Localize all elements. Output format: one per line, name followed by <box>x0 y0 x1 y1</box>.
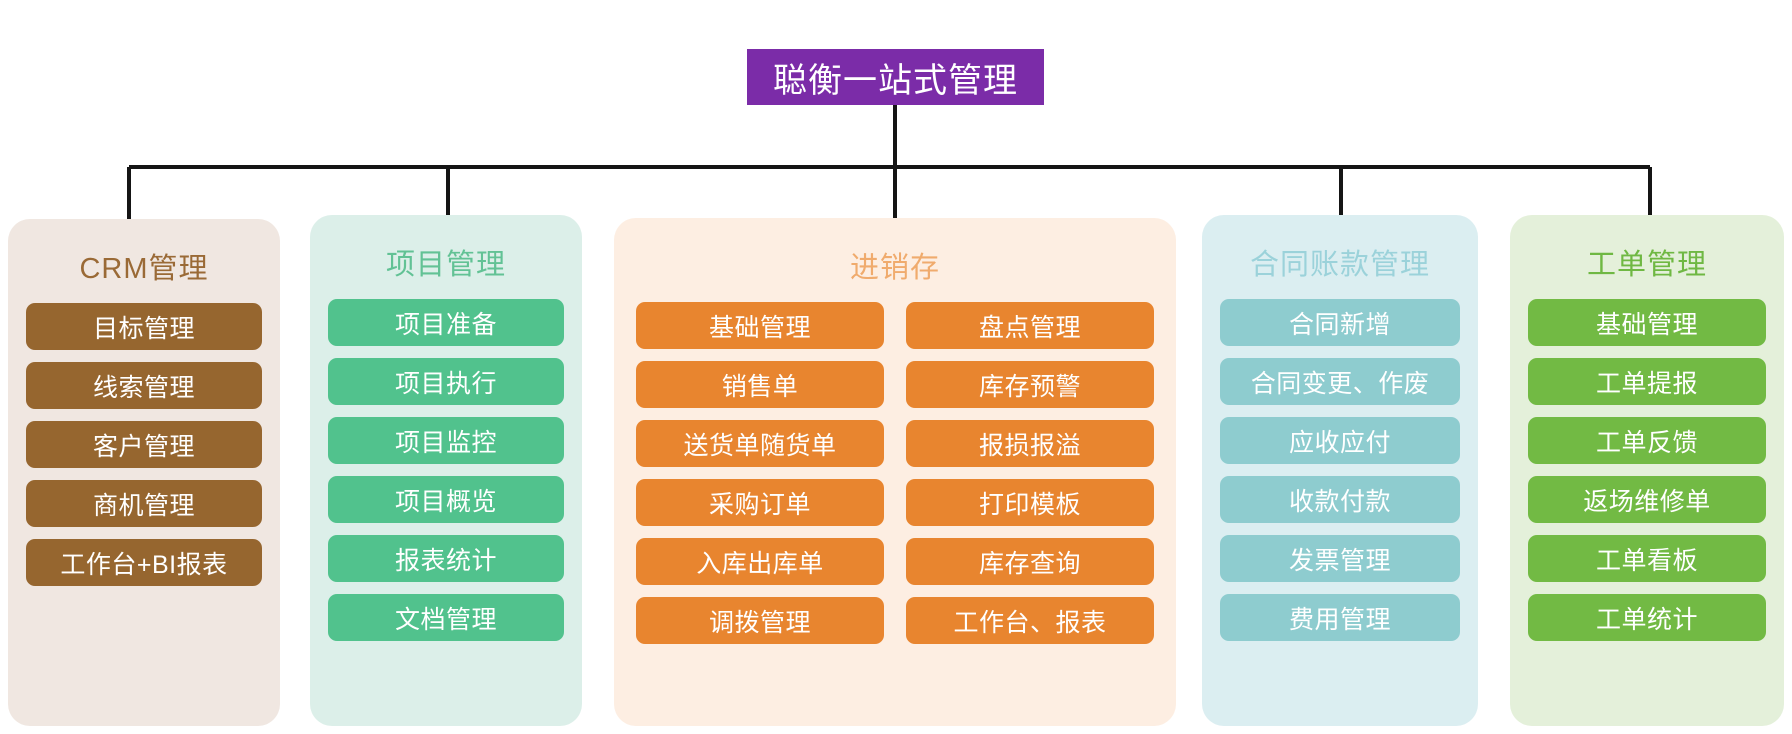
root-node: 聪衡一站式管理 <box>747 49 1044 105</box>
branch-item[interactable]: 合同变更、作废 <box>1220 358 1460 405</box>
branch-item[interactable]: 入库出库单 <box>636 538 884 585</box>
branch-item[interactable]: 项目概览 <box>328 476 564 523</box>
branch-item[interactable]: 打印模板 <box>906 479 1154 526</box>
branch-item[interactable]: 工作台、报表 <box>906 597 1154 644</box>
branch-panel-crm: CRM管理 目标管理 线索管理 客户管理 商机管理 工作台+BI报表 <box>8 219 280 726</box>
branch-items-crm: 目标管理 线索管理 客户管理 商机管理 工作台+BI报表 <box>8 303 280 586</box>
branch-item[interactable]: 费用管理 <box>1220 594 1460 641</box>
branch-items-inventory: 基础管理 盘点管理 销售单 库存预警 送货单随货单 报损报溢 采购订单 打印模板… <box>614 302 1176 644</box>
branch-panel-contract: 合同账款管理 合同新增 合同变更、作废 应收应付 收款付款 发票管理 费用管理 <box>1202 215 1478 726</box>
branch-title-inventory: 进销存 <box>849 252 940 284</box>
branch-item[interactable]: 客户管理 <box>26 421 262 468</box>
branch-items-project: 项目准备 项目执行 项目监控 项目概览 报表统计 文档管理 <box>310 299 582 641</box>
branch-title-contract: 合同账款管理 <box>1249 249 1430 281</box>
branch-panel-project: 项目管理 项目准备 项目执行 项目监控 项目概览 报表统计 文档管理 <box>310 215 582 726</box>
branch-item[interactable]: 基础管理 <box>1528 299 1766 346</box>
branch-item[interactable]: 库存查询 <box>906 538 1154 585</box>
branch-item[interactable]: 工单统计 <box>1528 594 1766 641</box>
branch-item[interactable]: 调拨管理 <box>636 597 884 644</box>
branch-items-contract: 合同新增 合同变更、作废 应收应付 收款付款 发票管理 费用管理 <box>1202 299 1478 641</box>
branch-item[interactable]: 采购订单 <box>636 479 884 526</box>
branch-item[interactable]: 工单看板 <box>1528 535 1766 582</box>
branch-item[interactable]: 返场维修单 <box>1528 476 1766 523</box>
branch-item[interactable]: 项目监控 <box>328 417 564 464</box>
branch-item[interactable]: 合同新增 <box>1220 299 1460 346</box>
branch-item[interactable]: 商机管理 <box>26 480 262 527</box>
branch-panel-workorder: 工单管理 基础管理 工单提报 工单反馈 返场维修单 工单看板 工单统计 <box>1510 215 1784 726</box>
branch-items-workorder: 基础管理 工单提报 工单反馈 返场维修单 工单看板 工单统计 <box>1510 299 1784 641</box>
branch-title-project: 项目管理 <box>385 249 506 281</box>
branch-item[interactable]: 目标管理 <box>26 303 262 350</box>
branch-item[interactable]: 工单提报 <box>1528 358 1766 405</box>
branch-item[interactable]: 报损报溢 <box>906 420 1154 467</box>
branch-item[interactable]: 文档管理 <box>328 594 564 641</box>
branch-title-crm: CRM管理 <box>79 253 209 285</box>
branch-item[interactable]: 送货单随货单 <box>636 420 884 467</box>
branch-item[interactable]: 基础管理 <box>636 302 884 349</box>
branch-title-workorder: 工单管理 <box>1586 249 1707 281</box>
branch-item[interactable]: 盘点管理 <box>906 302 1154 349</box>
branch-item[interactable]: 工单反馈 <box>1528 417 1766 464</box>
branch-item[interactable]: 项目执行 <box>328 358 564 405</box>
branch-item[interactable]: 销售单 <box>636 361 884 408</box>
branch-item[interactable]: 库存预警 <box>906 361 1154 408</box>
branch-item[interactable]: 应收应付 <box>1220 417 1460 464</box>
branch-panel-inventory: 进销存 基础管理 盘点管理 销售单 库存预警 送货单随货单 报损报溢 采购订单 … <box>614 218 1176 726</box>
branch-item[interactable]: 项目准备 <box>328 299 564 346</box>
branch-item[interactable]: 报表统计 <box>328 535 564 582</box>
branch-item[interactable]: 工作台+BI报表 <box>26 539 262 586</box>
branch-item[interactable]: 收款付款 <box>1220 476 1460 523</box>
branch-item[interactable]: 线索管理 <box>26 362 262 409</box>
branch-item[interactable]: 发票管理 <box>1220 535 1460 582</box>
